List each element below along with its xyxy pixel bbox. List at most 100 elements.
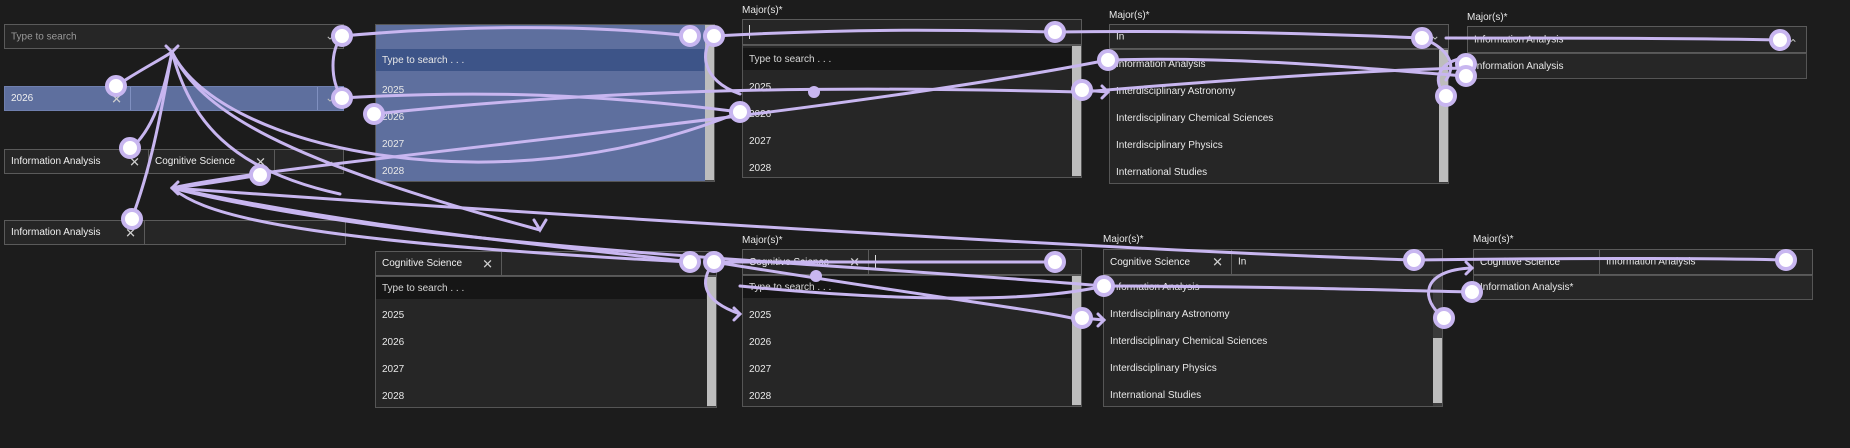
option-information-analysis[interactable]: Information Analysis <box>1110 282 1200 293</box>
year-dropdown-panel-2[interactable]: Type to search . . . 2025 2026 2027 2028 <box>375 276 717 408</box>
close-icon[interactable]: ✕ <box>111 91 122 106</box>
close-icon[interactable]: ✕ <box>1212 254 1223 270</box>
close-icon[interactable]: ✕ <box>255 154 266 169</box>
option-2025[interactable]: 2025 <box>382 85 405 96</box>
major-query-field[interactable]: In ⌄ <box>1109 24 1449 49</box>
chevron-down-icon[interactable]: ⌄ <box>324 90 335 105</box>
major-label: Major(s)* <box>1473 234 1514 245</box>
scrollbar[interactable] <box>1439 50 1448 183</box>
option-2027[interactable]: 2027 <box>382 139 405 150</box>
scrollbar[interactable] <box>707 277 716 407</box>
close-icon[interactable]: ✕ <box>125 225 136 240</box>
major-final-field-2[interactable]: Cognitive Science Information Analysis <box>1473 249 1813 275</box>
chevron-down-icon[interactable]: ⌄ <box>1429 28 1440 43</box>
option-2028[interactable]: 2028 <box>749 391 772 402</box>
option-information-analysis[interactable]: Information Analysis <box>1116 59 1206 70</box>
chevron-down-icon[interactable]: ⌄ <box>324 153 335 168</box>
arrow-head <box>1100 84 1111 100</box>
year-select-field[interactable]: 2026 ✕ ⌄ <box>4 86 344 111</box>
majors-field-single[interactable]: Information Analysis ✕ <box>4 220 346 245</box>
year-search-field[interactable]: Type to search ⌄ <box>4 24 344 49</box>
tag-cognitive-science[interactable]: Cognitive Science ✕ <box>149 150 275 173</box>
query-text: In <box>1238 256 1247 268</box>
dropdown-search[interactable]: Type to search . . . <box>376 277 706 299</box>
tag-cognitive-science[interactable]: Cognitive Science <box>1474 250 1600 274</box>
tag-information-analysis[interactable]: Information Analysis ✕ <box>5 150 149 173</box>
major-input[interactable] <box>742 19 1082 45</box>
option-2027[interactable]: 2027 <box>749 364 772 375</box>
tag-label: Cognitive Science <box>155 156 236 167</box>
major-label: Major(s)* <box>1103 234 1144 245</box>
majors-dropdown[interactable]: Information Analysis Interdisciplinary A… <box>1109 49 1449 184</box>
tag-label: Information Analysis <box>11 156 101 167</box>
wire <box>130 50 174 220</box>
tag-label: Cognitive Science <box>749 256 830 268</box>
option-2028[interactable]: 2028 <box>382 166 405 177</box>
option-interdisciplinary-physics[interactable]: Interdisciplinary Physics <box>1116 140 1223 151</box>
year-chip[interactable]: 2026 ✕ <box>5 87 131 110</box>
tag-cognitive-science[interactable]: Cognitive Science ✕ <box>1104 250 1232 274</box>
option-2025[interactable]: 2025 <box>749 82 772 93</box>
option-international-studies[interactable]: International Studies <box>1110 390 1202 401</box>
option-information-analysis[interactable]: Information Analysis* <box>1480 282 1574 293</box>
option-2026[interactable]: 2026 <box>382 337 405 348</box>
arrow-head <box>169 180 180 196</box>
major-label: Major(s)* <box>742 5 783 16</box>
option-interdisciplinary-chemical-sciences[interactable]: Interdisciplinary Chemical Sciences <box>1116 113 1274 124</box>
major-label: Major(s)* <box>742 235 783 246</box>
tag-cognitive-science[interactable]: Cognitive Science ✕ <box>743 250 869 274</box>
dropdown-search[interactable]: Type to search . . . <box>743 48 1071 70</box>
year-chip-label: 2026 <box>11 93 34 104</box>
option-information-analysis[interactable]: Information Analysis <box>1474 61 1564 72</box>
tag-label: Cognitive Science <box>1480 256 1561 268</box>
option-2025[interactable]: 2025 <box>749 310 772 321</box>
option-2026[interactable]: 2026 <box>749 337 772 348</box>
wire <box>170 173 262 190</box>
year-dropdown-panel-4[interactable]: Type to search . . . 2025 2026 2027 2028 <box>742 275 1082 407</box>
option-2026[interactable]: 2026 <box>749 109 772 120</box>
arrow-head <box>532 218 548 233</box>
tag-label: Cognitive Science <box>1110 256 1191 268</box>
year-dropdown-panel[interactable]: Type to search . . . 2025 2026 2027 2028 <box>375 24 715 182</box>
option-2026[interactable]: 2026 <box>382 112 405 123</box>
tag-cognitive-science[interactable]: Cognitive Science ✕ <box>376 252 502 275</box>
option-2028[interactable]: 2028 <box>749 163 772 174</box>
chevron-down-icon[interactable]: ⌄ <box>324 28 335 43</box>
scrollbar[interactable] <box>1072 46 1081 177</box>
year-dropdown-panel-3[interactable]: Type to search . . . 2025 2026 2027 2028 <box>742 45 1082 178</box>
wire <box>1080 88 1110 94</box>
arrow-head <box>732 104 743 120</box>
option-2025[interactable]: 2025 <box>382 310 405 321</box>
arrow-head <box>1464 260 1475 276</box>
option-2028[interactable]: 2028 <box>382 391 405 402</box>
option-interdisciplinary-astronomy[interactable]: Interdisciplinary Astronomy <box>1116 86 1236 97</box>
chevron-up-icon[interactable]: ⌄ <box>1787 35 1798 50</box>
option-interdisciplinary-chemical-sciences[interactable]: Interdisciplinary Chemical Sciences <box>1110 336 1268 347</box>
cog-tag-field[interactable]: Cognitive Science ✕ <box>375 251 717 276</box>
query-text: In <box>1116 31 1125 42</box>
major-final-field[interactable]: Information Analysis ⌄ <box>1467 26 1807 53</box>
majors-field-multi[interactable]: Information Analysis ✕ Cognitive Science… <box>4 149 344 174</box>
majors-result[interactable]: Information Analysis <box>1467 53 1807 79</box>
major-input-2[interactable]: Cognitive Science ✕ <box>742 249 1082 275</box>
close-icon[interactable]: ✕ <box>849 254 860 270</box>
close-icon[interactable]: ✕ <box>129 154 140 169</box>
scrollbar[interactable] <box>705 25 714 181</box>
option-2027[interactable]: 2027 <box>382 364 405 375</box>
majors-dropdown-2[interactable]: Information Analysis Interdisciplinary A… <box>1103 275 1443 407</box>
arrow-head <box>732 306 743 322</box>
dropdown-search[interactable]: Type to search . . . <box>376 49 704 71</box>
tag-information-analysis[interactable]: Information Analysis ✕ <box>5 221 145 244</box>
majors-result-2[interactable]: Information Analysis* <box>1473 275 1813 300</box>
scrollbar[interactable] <box>1072 276 1081 406</box>
option-interdisciplinary-astronomy[interactable]: Interdisciplinary Astronomy <box>1110 309 1230 320</box>
selected-major: Information Analysis <box>1474 34 1564 45</box>
option-2027[interactable]: 2027 <box>749 136 772 147</box>
option-international-studies[interactable]: International Studies <box>1116 167 1208 178</box>
tag-label: Information Analysis <box>11 227 101 238</box>
dropdown-search[interactable]: Type to search . . . <box>743 276 1071 298</box>
major-query-field-2[interactable]: Cognitive Science ✕ In <box>1103 249 1443 275</box>
close-icon[interactable]: ✕ <box>482 256 493 271</box>
scrollbar[interactable] <box>1433 276 1442 406</box>
option-interdisciplinary-physics[interactable]: Interdisciplinary Physics <box>1110 363 1217 374</box>
